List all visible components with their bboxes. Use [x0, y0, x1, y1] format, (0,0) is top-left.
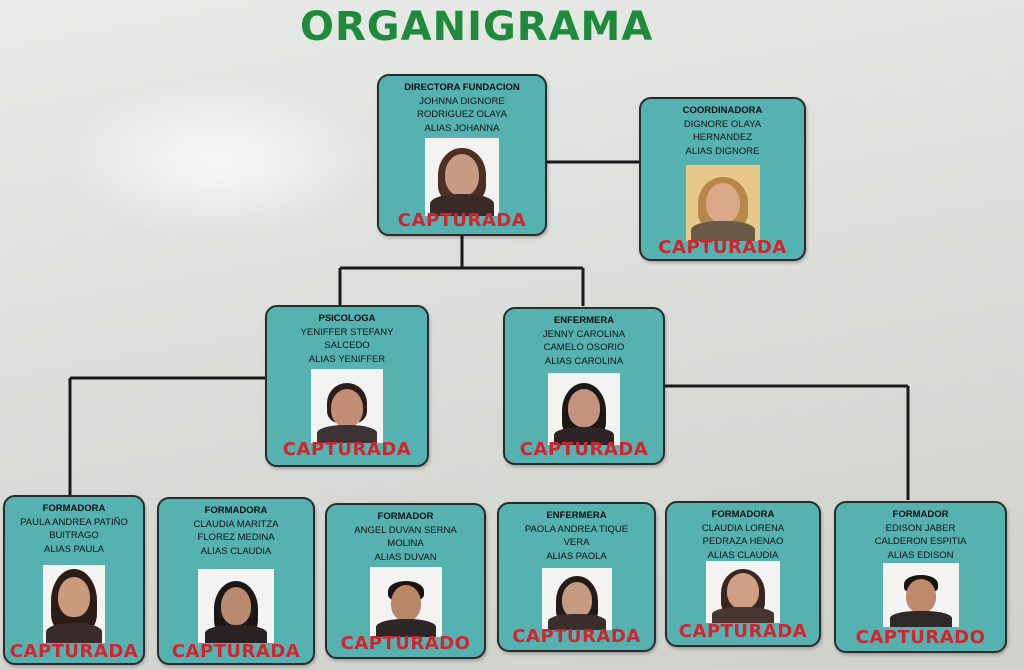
card-formadora-claudia-lorena: FORMADORA CLAUDIA LORENA PEDRAZA HENAO A… [665, 501, 821, 647]
captured-stamp: CAPTURADA [379, 210, 545, 231]
captured-stamp: CAPTURADA [5, 641, 143, 662]
card-name-line: JOHNNA DIGNORE [379, 95, 545, 109]
card-alias-line: ALIAS CLAUDIA [159, 545, 313, 559]
card-directora-fundacion: DIRECTORA FUNDACION JOHNNA DIGNORE RODRI… [377, 74, 547, 236]
card-alias-line: ALIAS JOHANNA [379, 122, 545, 136]
captured-stamp: CAPTURADA [641, 237, 804, 258]
card-enfermera-paola: ENFERMERA PAOLA ANDREA TIQUE VERA ALIAS … [497, 502, 656, 652]
card-name-line: PAULA ANDREA PATIÑO [5, 516, 143, 530]
card-name-line: CLAUDIA MARITZA [159, 518, 313, 532]
card-name-line: HERNANDEZ [641, 131, 804, 145]
card-formadora-claudia-maritza: FORMADORA CLAUDIA MARITZA FLOREZ MEDINA … [157, 497, 315, 665]
card-role: FORMADOR [327, 510, 484, 524]
captured-stamp: CAPTURADO [836, 627, 1005, 648]
captured-stamp: CAPTURADA [505, 439, 663, 460]
card-alias-line: ALIAS CLAUDIA [667, 549, 819, 563]
card-name-line: JENNY CAROLINA [505, 328, 663, 342]
captured-stamp: CAPTURADA [267, 439, 427, 460]
portrait-photo [706, 561, 780, 623]
card-formadora-paula: FORMADORA PAULA ANDREA PATIÑO BUITRAGO A… [3, 495, 145, 665]
card-role: FORMADORA [667, 508, 819, 522]
card-name-line: BUITRAGO [5, 529, 143, 543]
card-alias-line: ALIAS CAROLINA [505, 355, 663, 369]
card-role: DIRECTORA FUNDACION [379, 81, 545, 95]
card-name-line: YENIFFER STEFANY [267, 326, 427, 340]
portrait-photo [686, 165, 760, 241]
portrait-photo [311, 369, 383, 443]
card-name-line: CAMELO OSORIO [505, 341, 663, 355]
card-alias-line: ALIAS EDISON [836, 549, 1005, 563]
card-alias-line: ALIAS DIGNORE [641, 145, 804, 159]
card-name-line: FLOREZ MEDINA [159, 531, 313, 545]
portrait-photo [883, 563, 959, 627]
card-name-line: SALCEDO [267, 339, 427, 353]
card-enfermera-carolina: ENFERMERA JENNY CAROLINA CAMELO OSORIO A… [503, 307, 665, 465]
portrait-photo [198, 569, 274, 643]
card-formador-edison: FORMADOR EDISON JABER CALDERON ESPITIA A… [834, 501, 1007, 653]
captured-stamp: CAPTURADA [499, 626, 654, 647]
portrait-photo [43, 565, 105, 643]
card-role: COORDINADORA [641, 104, 804, 118]
card-name-line: ANGEL DUVAN SERNA [327, 524, 484, 538]
card-name-line: EDISON JABER [836, 522, 1005, 536]
card-psicologa: PSICOLOGA YENIFFER STEFANY SALCEDO ALIAS… [265, 305, 429, 467]
portrait-photo [542, 568, 612, 630]
portrait-photo [548, 373, 620, 445]
card-formador-duvan: FORMADOR ANGEL DUVAN SERNA MOLINA ALIAS … [325, 503, 486, 659]
card-name-line: CALDERON ESPITIA [836, 535, 1005, 549]
card-name-line: DIGNORE OLAYA [641, 118, 804, 132]
card-name-line: PAOLA ANDREA TIQUE [499, 523, 654, 537]
card-name-line: CLAUDIA LORENA [667, 522, 819, 536]
card-alias-line: ALIAS PAOLA [499, 550, 654, 564]
card-name-line: VERA [499, 536, 654, 550]
card-name-line: MOLINA [327, 537, 484, 551]
card-alias-line: ALIAS PAULA [5, 543, 143, 557]
card-name-line: PEDRAZA HENAO [667, 535, 819, 549]
captured-stamp: CAPTURADO [327, 633, 484, 654]
card-role: ENFERMERA [505, 314, 663, 328]
card-role: FORMADOR [836, 508, 1005, 522]
captured-stamp: CAPTURADA [667, 621, 819, 642]
card-alias-line: ALIAS YENIFFER [267, 353, 427, 367]
card-role: ENFERMERA [499, 509, 654, 523]
card-role: PSICOLOGA [267, 312, 427, 326]
card-role: FORMADORA [159, 504, 313, 518]
card-alias-line: ALIAS DUVAN [327, 551, 484, 565]
card-coordinadora: COORDINADORA DIGNORE OLAYA HERNANDEZ ALI… [639, 97, 806, 261]
portrait-photo [370, 567, 442, 637]
card-role: FORMADORA [5, 502, 143, 516]
card-name-line: RODRIGUEZ OLAYA [379, 108, 545, 122]
captured-stamp: CAPTURADA [159, 641, 313, 662]
portrait-photo [425, 138, 499, 216]
